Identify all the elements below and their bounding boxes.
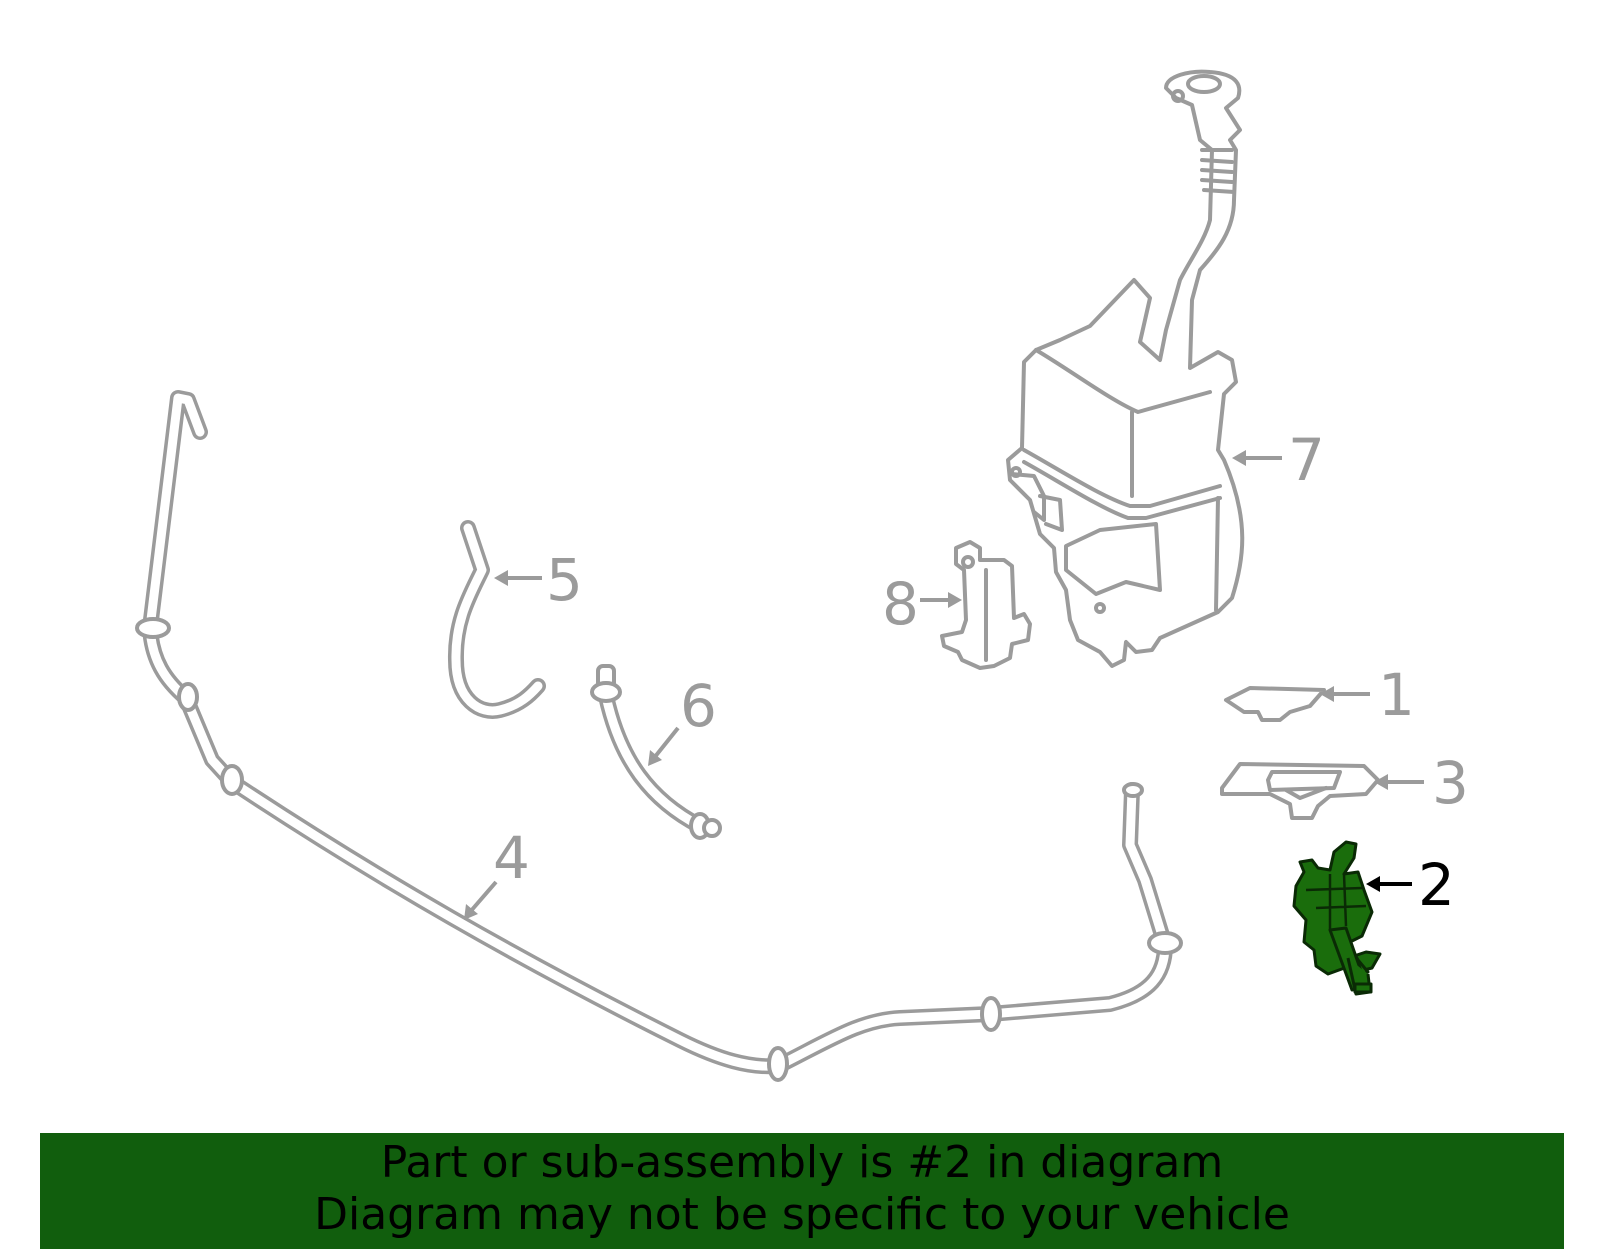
part-6-hose[interactable] (590, 664, 722, 840)
callout-2[interactable]: 2 (1366, 851, 1455, 919)
hose-clip (220, 764, 244, 796)
callout-7[interactable]: 7 (1232, 426, 1325, 494)
hose-clip (135, 617, 171, 639)
callout-6[interactable]: 6 (648, 672, 717, 766)
callout-4[interactable]: 4 (464, 824, 530, 920)
hose-clip (177, 682, 199, 712)
info-banner: Part or sub-assembly is #2 in diagram Di… (40, 1133, 1564, 1249)
part-7-washer-reservoir[interactable] (1006, 69, 1245, 668)
banner-line-2: Diagram may not be specific to your vehi… (314, 1189, 1290, 1240)
callout-4-label: 4 (493, 824, 530, 892)
callout-8[interactable]: 8 (882, 570, 962, 638)
callout-3[interactable]: 3 (1374, 749, 1469, 817)
banner-line-1: Part or sub-assembly is #2 in diagram (380, 1137, 1224, 1188)
callout-2-label: 2 (1418, 851, 1455, 919)
hose-clip (767, 1046, 789, 1082)
callout-7-label: 7 (1288, 426, 1325, 494)
callout-8-label: 8 (882, 570, 919, 638)
callout-6-label: 6 (680, 672, 717, 740)
part-1-nozzle-cover[interactable] (1224, 686, 1326, 722)
callout-5[interactable]: 5 (494, 546, 583, 614)
callout-1-label: 1 (1378, 661, 1415, 729)
part-8-bracket[interactable] (940, 540, 1032, 670)
part-2-washer-pump[interactable] (1292, 840, 1382, 996)
callout-1[interactable]: 1 (1320, 661, 1415, 729)
callout-5-label: 5 (546, 546, 583, 614)
hose-clip (1147, 931, 1183, 955)
part-4-washer-hose[interactable] (135, 390, 1183, 1082)
hose-clip (1122, 782, 1144, 798)
part-5-hose[interactable] (447, 520, 546, 719)
callout-3-label: 3 (1432, 749, 1469, 817)
part-3-nozzle[interactable] (1220, 762, 1380, 820)
hose-clip (980, 996, 1002, 1032)
